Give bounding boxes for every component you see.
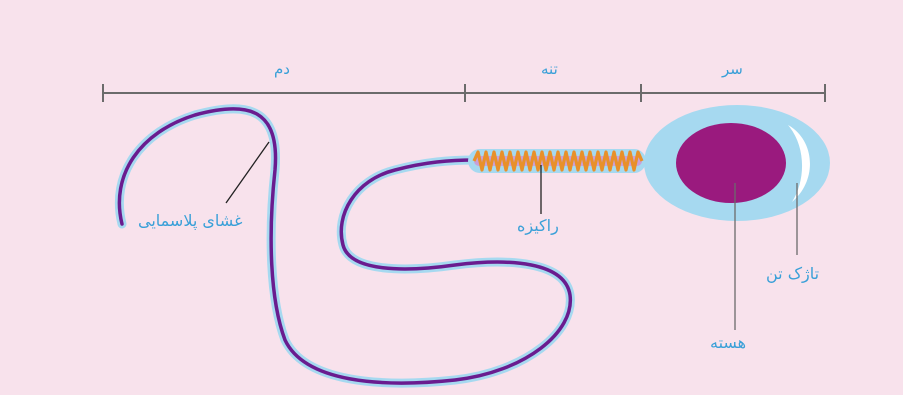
label-mitochondria: راکیزه bbox=[517, 218, 559, 234]
label-acrosome: تاژک تن bbox=[766, 266, 819, 282]
midpiece bbox=[468, 149, 646, 173]
section-ruler bbox=[103, 84, 825, 102]
label-plasma-membrane: غشای پلاسمایی bbox=[138, 213, 242, 229]
section-label-head: سر bbox=[722, 62, 743, 77]
section-label-tail: دم bbox=[274, 62, 290, 77]
pointer-plasma-membrane bbox=[226, 142, 269, 203]
label-nucleus: هسته bbox=[710, 335, 746, 351]
head bbox=[644, 105, 830, 221]
section-label-midpiece: تنه bbox=[541, 62, 558, 77]
nucleus bbox=[676, 123, 786, 203]
